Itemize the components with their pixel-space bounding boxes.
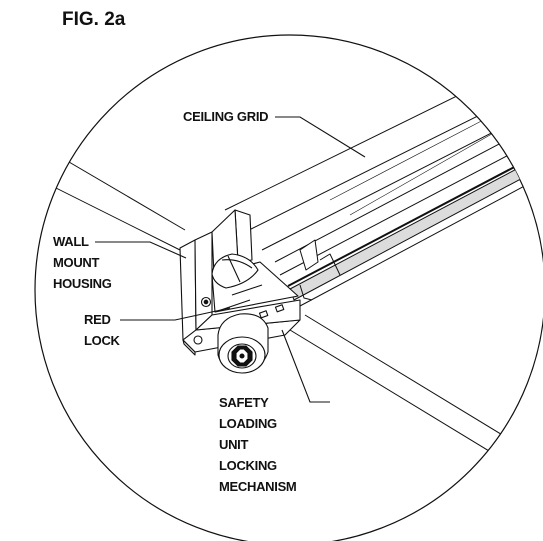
label-line: LOCK: [84, 333, 120, 348]
ceiling-panel-edge: [289, 329, 543, 486]
label-line: UNIT: [219, 437, 249, 452]
label-line: WALL: [53, 234, 89, 249]
red-lock-label: RED LOCK: [84, 309, 120, 351]
label-line: MECHANISM: [219, 479, 297, 494]
wall-mount-housing-label: WALL MOUNT HOUSING: [53, 231, 112, 294]
wall-edge-line: [39, 144, 186, 231]
safety-loading-unit-leader: [281, 329, 330, 403]
ceiling-grid-leader: [275, 116, 366, 158]
wall-mount-housing-leader: [95, 241, 187, 259]
label-line: LOCKING: [219, 458, 277, 473]
safety-loading-unit: [217, 313, 269, 374]
detail-circle: [34, 34, 543, 541]
ceiling-grid-rail: [224, 64, 543, 307]
red-lock-leader: [120, 307, 231, 321]
label-line: SAFETY: [219, 395, 269, 410]
ceiling-grid-label: CEILING GRID: [183, 109, 269, 124]
safety-loading-unit-label: SAFETY LOADING UNIT LOCKING MECHANISM: [219, 392, 297, 497]
figure-title: FIG. 2a: [62, 9, 126, 30]
red-lock-knob: [211, 253, 259, 289]
label-line: LOADING: [219, 416, 277, 431]
label-line: RED: [84, 312, 111, 327]
label-line: HOUSING: [53, 276, 112, 291]
label-line: MOUNT: [53, 255, 100, 270]
ceiling-panel-edge: [304, 314, 543, 471]
